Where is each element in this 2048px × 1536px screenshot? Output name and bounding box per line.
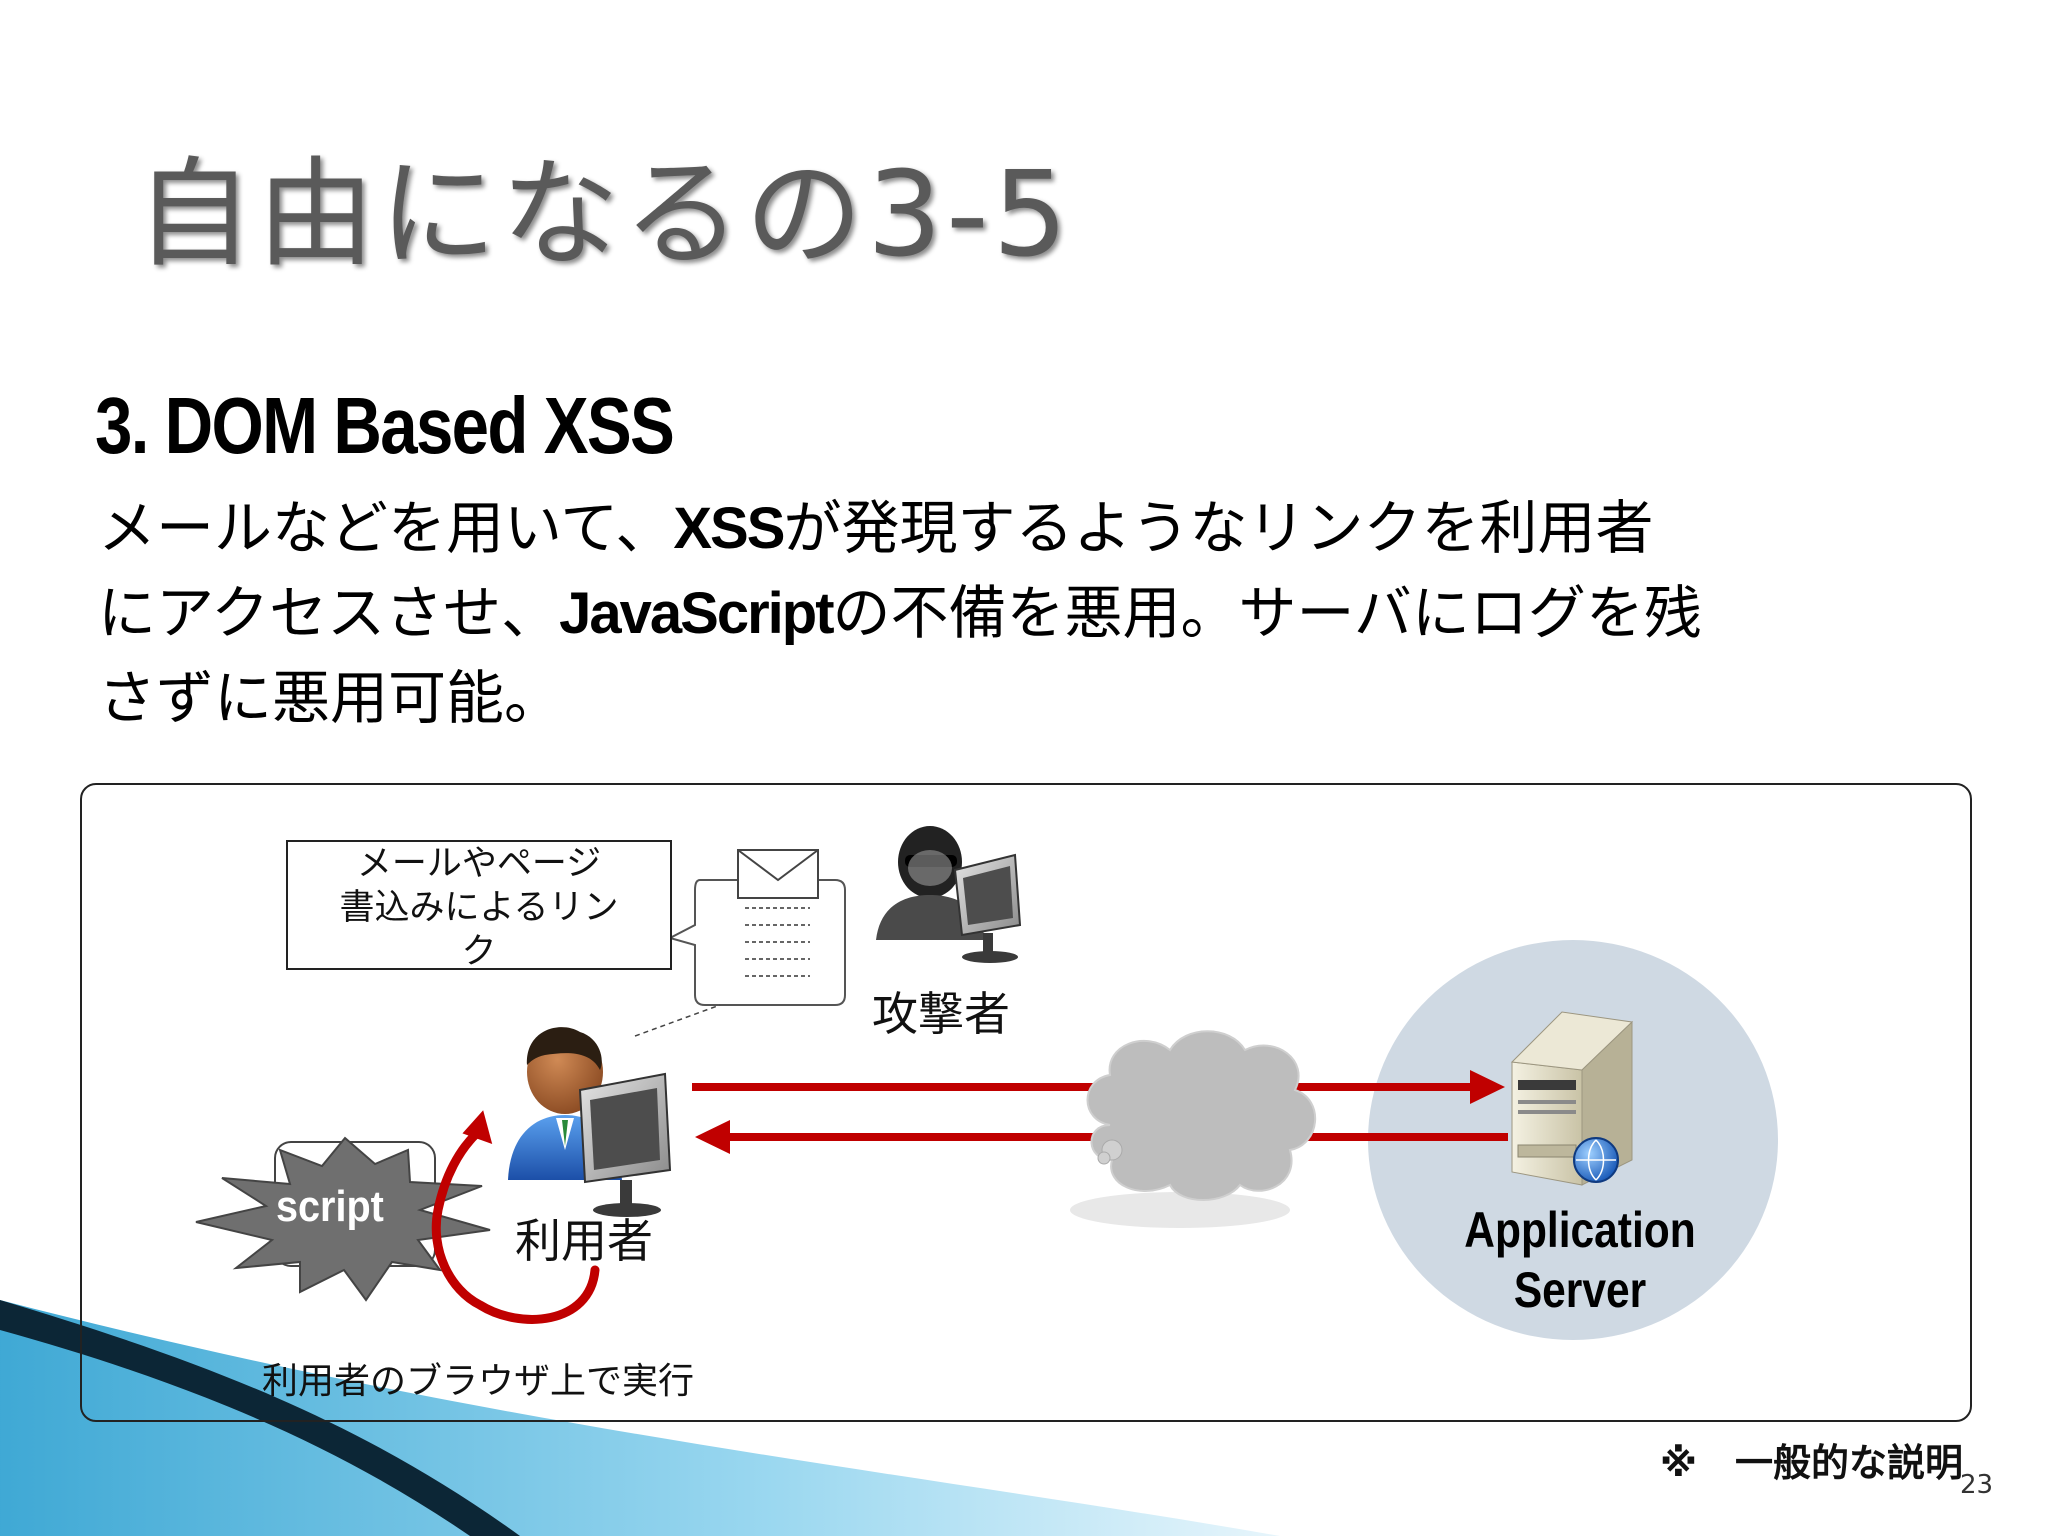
body-emphasis: JavaScript: [559, 581, 834, 646]
attacker-label: 攻撃者: [872, 987, 1010, 1041]
server-label-line: Application: [1464, 1202, 1696, 1258]
callout-line: 書込みによるリン: [339, 888, 619, 928]
footnote: ※ 一般的な説明: [1660, 1441, 1963, 1485]
mail-connector-line: [634, 1004, 721, 1037]
script-label: script: [275, 1182, 384, 1231]
mail-card-icon: [667, 849, 846, 1006]
mail-link-callout: メールやページ 書込みによるリン ク: [286, 840, 672, 972]
body-text-segment: が発現するようなリンクを利用者: [783, 494, 1654, 562]
page-number: 23: [1960, 1470, 1994, 1500]
section-heading: 3. DOM Based XSS: [95, 381, 675, 470]
internet-cloud-icon: [1070, 1030, 1317, 1228]
body-text-segment: メールなどを用いて、: [98, 494, 674, 562]
callout-line: ク: [461, 932, 497, 972]
slide-title: 自由になるの3-5: [135, 145, 1072, 283]
request-arrow: [692, 1070, 1505, 1104]
user-label: 利用者: [515, 1214, 653, 1268]
body-line-2: にアクセスさせ、JavaScriptの不備を悪用。サーバにログを残: [98, 571, 1988, 656]
server-label: Application Server: [1410, 1200, 1750, 1320]
body-emphasis: XSS: [673, 496, 785, 561]
body-text-segment: の不備を悪用。サーバにログを残: [832, 579, 1702, 647]
body-line-3: さずに悪用可能。: [98, 664, 563, 732]
user-icon: [508, 1027, 672, 1217]
server-label-line: Server: [1513, 1262, 1647, 1318]
application-server-icon: [1510, 1011, 1634, 1186]
body-text: メールなどを用いて、XSSが発現するようなリンクを利用者 にアクセスさせ、Jav…: [98, 486, 1988, 741]
diagram-frame: [80, 783, 1972, 1422]
callout-line: メールやページ: [356, 844, 602, 884]
script-burst-shape: [195, 1136, 491, 1302]
body-line-1: メールなどを用いて、XSSが発現するようなリンクを利用者: [98, 486, 1988, 571]
browser-execution-arrowhead: [462, 1110, 493, 1145]
body-text-segment: にアクセスさせ、: [98, 579, 560, 647]
browser-execution-arrow: [431, 1130, 600, 1324]
attacker-icon: [876, 826, 1022, 963]
browser-execution-caption: 利用者のブラウザ上で実行: [262, 1361, 695, 1402]
